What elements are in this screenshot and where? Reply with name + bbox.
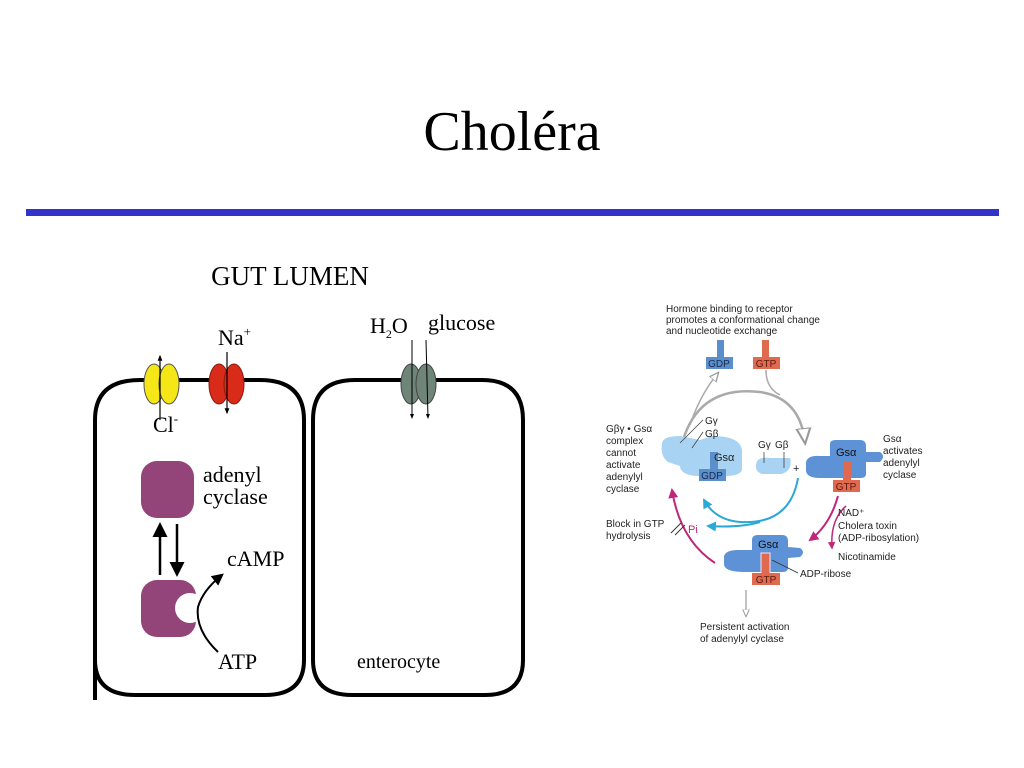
cyclase-label: cyclase: [203, 484, 268, 509]
water-label: H2O: [370, 313, 408, 341]
complex-caption-line2: cannot: [606, 448, 636, 459]
chloride-channel: [143, 354, 180, 420]
cell-right-membrane: [311, 378, 525, 697]
active-caption-line2: adenylyl: [883, 458, 920, 469]
blocked-return-arrow: [668, 488, 716, 564]
incoming-gtp: GTP: [753, 340, 780, 370]
nicotinamide-label: Nicotinamide: [838, 552, 896, 563]
sodium-label: Na+: [218, 324, 251, 350]
svg-text:GDP: GDP: [701, 471, 723, 482]
adenyl-cyclase-inactive: [141, 580, 205, 637]
adp-ribose-pointer: [771, 559, 799, 574]
toxin-caption-line2: (ADP-ribosylation): [838, 533, 919, 544]
hydrolysis-arrow: [703, 477, 799, 524]
persistent-caption-line1: Persistent activation: [700, 622, 790, 633]
hormone-caption-line3: and nucleotide exchange: [666, 326, 778, 337]
block-mark-2: [674, 524, 686, 536]
svg-text:GTP: GTP: [756, 575, 777, 586]
camp-label: cAMP: [227, 546, 284, 571]
cell-left-membrane: [93, 378, 306, 700]
toxin-caption-line1: Cholera toxin: [838, 521, 897, 532]
hormone-caption-line1: Hormone binding to receptor: [666, 304, 793, 315]
block-caption-line2: hydrolysis: [606, 531, 650, 542]
pi-label: Pi: [688, 524, 698, 536]
released-gdp: GDP: [706, 340, 733, 370]
sodium-channel: [208, 352, 245, 415]
block-caption-line1: Block in GTP: [606, 519, 665, 530]
chloride-label: Cl-: [153, 411, 178, 437]
toxin-arrow: [808, 495, 839, 542]
pi-release-arrow: [706, 521, 761, 532]
atp-to-camp-arrow: [196, 573, 224, 653]
svg-text:Gβ: Gβ: [705, 429, 719, 440]
persistent-caption-line2: of adenylyl cyclase: [700, 634, 784, 645]
complex-caption-line4: adenylyl: [606, 472, 643, 483]
adenyl-label: adenyl: [203, 462, 262, 487]
svg-text:Gsα: Gsα: [836, 447, 857, 459]
svg-text:GDP: GDP: [708, 359, 730, 370]
svg-text:GTP: GTP: [836, 482, 857, 493]
nad-label: NAD⁺: [838, 508, 864, 519]
active-caption-line3: cyclase: [883, 470, 917, 481]
plus-sign: +: [793, 463, 799, 475]
svg-text:Gsα: Gsα: [714, 452, 735, 464]
title-divider: [26, 209, 999, 216]
svg-text:GTP: GTP: [756, 359, 777, 370]
svg-text:Gβ: Gβ: [775, 440, 789, 451]
exchange-arc: [681, 389, 805, 442]
adp-ribose-label: ADP-ribose: [800, 569, 852, 580]
gtp-binding-arrow: [765, 369, 781, 396]
active-caption-line1: activates: [883, 446, 922, 457]
gdp-release-arrow: [689, 373, 718, 426]
active-caption-head: Gsα: [883, 434, 902, 445]
complex-caption-line3: activate: [606, 460, 641, 471]
enterocyte-label: enterocyte: [357, 651, 440, 673]
svg-text:Gγ: Gγ: [758, 440, 771, 451]
glucose-label: glucose: [428, 310, 495, 335]
g-protein-complex-inactive: GDP Gsα Gγ Gβ: [661, 416, 742, 482]
svg-text:Gsα: Gsα: [758, 539, 779, 551]
complex-caption-line1: complex: [606, 436, 643, 447]
svg-text:Gγ: Gγ: [705, 416, 718, 427]
hormone-caption-line2: promotes a conformational change: [666, 315, 820, 326]
g-beta-gamma-dimer: Gγ Gβ: [755, 440, 791, 474]
slide-title: Choléra: [423, 101, 601, 163]
glucose-water-channel: [400, 339, 437, 419]
gut-lumen-heading: GUT LUMEN: [211, 261, 369, 291]
adenyl-cyclase-active: [141, 461, 194, 518]
nad-arrow: [827, 505, 847, 550]
g-s-alpha-ribosylated: GTP Gsα: [724, 535, 803, 586]
g-s-alpha-active: GTP Gsα: [806, 440, 883, 493]
complex-caption-line5: cyclase: [606, 484, 640, 495]
block-mark-1: [670, 522, 682, 534]
complex-caption-head: Gβγ • Gsα: [606, 424, 652, 435]
atp-label: ATP: [218, 649, 257, 674]
